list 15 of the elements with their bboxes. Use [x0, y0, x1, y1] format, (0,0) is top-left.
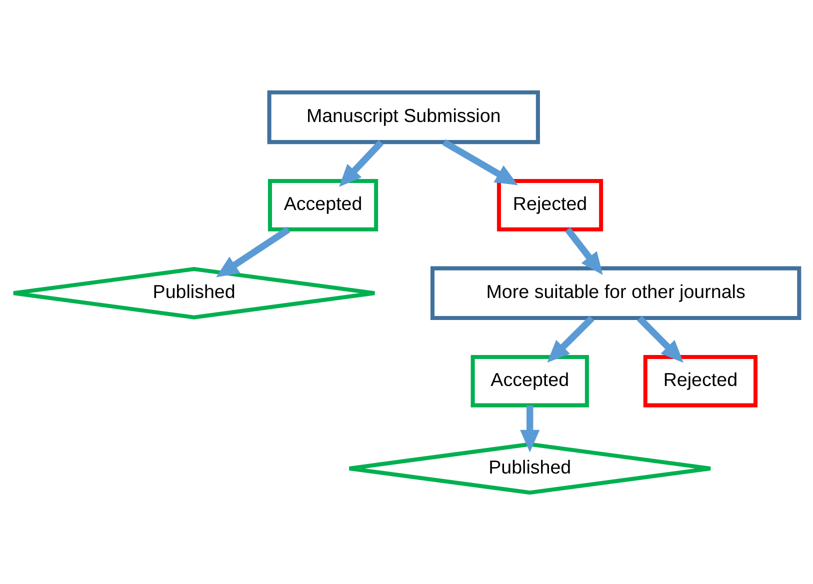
arrow [637, 315, 684, 362]
arrow [339, 140, 384, 186]
arrow [442, 138, 518, 185]
arrow [565, 226, 603, 274]
arrow [520, 405, 540, 452]
arrow [216, 226, 290, 277]
node-diamond: Published [12, 266, 377, 319]
node-box: More suitable for other journals [430, 266, 802, 320]
node-box: Rejected [496, 178, 604, 231]
node-diamond: Published [347, 442, 712, 494]
node-box: Rejected [643, 354, 758, 407]
arrow [547, 315, 594, 362]
node-box: Manuscript Submission [267, 90, 540, 144]
node-box: Accepted [470, 354, 589, 407]
node-box: Accepted [268, 178, 378, 231]
